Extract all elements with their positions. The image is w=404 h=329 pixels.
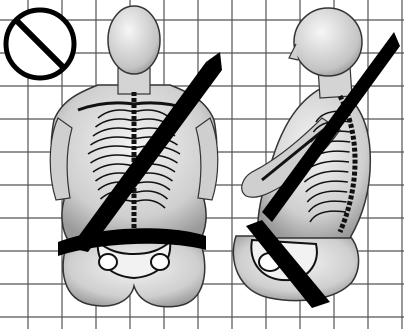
side-head — [294, 8, 362, 76]
front-hip-joint-left — [99, 254, 117, 270]
front-hip-joint-right — [151, 254, 169, 270]
front-head — [108, 6, 160, 74]
front-view-figure — [50, 6, 222, 307]
no-entry-circle-slash-icon — [6, 10, 74, 78]
